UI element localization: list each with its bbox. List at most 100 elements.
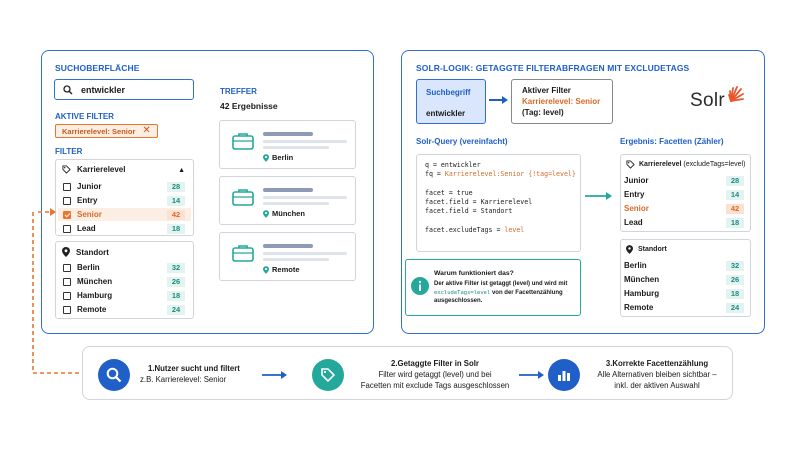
- text-placeholder: [263, 140, 347, 143]
- location-label: München: [272, 209, 305, 218]
- text-placeholder: [263, 196, 347, 199]
- option-count: 24: [167, 304, 185, 315]
- result-facet-header: Standort: [626, 245, 667, 254]
- pin-icon: [263, 153, 269, 162]
- checkbox[interactable]: [63, 305, 71, 314]
- aktiver-filter-box: Aktiver Filter Karrierelevel: Senior (Ta…: [511, 79, 613, 124]
- option-count: 42: [167, 209, 185, 220]
- checkbox[interactable]: [63, 182, 71, 191]
- checkbox[interactable]: [63, 291, 71, 300]
- title-placeholder: [263, 132, 313, 136]
- search-input[interactable]: entwickler: [54, 79, 194, 100]
- code-line: facet.excludeTags = level: [425, 226, 525, 235]
- facet-header[interactable]: Standort: [62, 247, 109, 257]
- result-card[interactable]: Remote: [219, 232, 356, 281]
- suchbegriff-label: Suchbegriff: [426, 88, 471, 97]
- filter-heading: FILTER: [55, 147, 83, 156]
- search-icon: [106, 367, 122, 383]
- result-card[interactable]: München: [219, 176, 356, 225]
- code-line: facet = true: [425, 188, 473, 197]
- checkbox[interactable]: [63, 277, 71, 286]
- result-facet-header: Karrierelevel (excludeTags=level): [626, 160, 745, 169]
- option-label: Remote: [77, 305, 107, 314]
- step-2-icon: [312, 359, 344, 391]
- facet-name: Karrierelevel: [77, 165, 126, 174]
- solr-logo: Solr: [690, 86, 750, 112]
- checkbox[interactable]: [63, 224, 71, 233]
- solr-logic-title: SOLR-LOGIK: GETAGGTE FILTERABFRAGEN MIT …: [416, 63, 690, 73]
- step-2-text: 2.Getaggte Filter in Solr Filter wird ge…: [360, 359, 510, 390]
- option-count: 28: [167, 181, 185, 192]
- active-filter-heading: AKTIVE FILTER: [55, 112, 114, 121]
- step-3-icon: [548, 359, 580, 391]
- facet-option[interactable]: Remote 24: [58, 303, 191, 316]
- info-title: Warum funktioniert das?: [434, 270, 514, 277]
- bar-chart-icon: [558, 371, 570, 381]
- code-line: facet.field = Standort: [425, 207, 513, 216]
- active-filter-chip-label: Karrierelevel: Senior: [62, 126, 136, 136]
- chevron-up-icon[interactable]: ▲: [178, 167, 185, 174]
- tag-icon: [62, 165, 71, 174]
- option-label: Entry: [77, 196, 98, 205]
- results-count: 42 Ergebnisse: [220, 101, 278, 111]
- option-count: 26: [167, 276, 185, 287]
- checkbox[interactable]: [63, 196, 71, 205]
- facet-suffix: (excludeTags=level): [683, 161, 746, 168]
- arrow-right-icon: [489, 96, 508, 104]
- result-location: Berlin: [263, 153, 293, 162]
- facet-option-selected[interactable]: Senior 42: [58, 208, 191, 221]
- facet-header[interactable]: Karrierelevel: [62, 165, 125, 174]
- suchbegriff-value: entwickler: [426, 109, 466, 118]
- query-heading: Solr-Query (vereinfacht): [416, 137, 508, 146]
- option-label: Hamburg: [77, 291, 113, 300]
- result-card[interactable]: Berlin: [219, 120, 356, 169]
- results-heading: TREFFER: [220, 87, 257, 96]
- text-placeholder: [263, 252, 347, 255]
- suchbegriff-box: Suchbegriff entwickler: [416, 79, 486, 124]
- info-text: Der aktive Filter ist getaggt (level) un…: [434, 281, 568, 304]
- checkbox-checked[interactable]: [63, 210, 71, 219]
- checkbox[interactable]: [63, 263, 71, 272]
- pin-icon: [263, 265, 269, 274]
- solr-query-code: q = entwickler fq = Karrierelevel:Senior…: [416, 154, 581, 252]
- briefcase-icon: [232, 189, 254, 206]
- step-1-text: 1.Nutzer sucht und filtert z.B. Karriere…: [140, 364, 240, 384]
- code-line: q = entwickler: [425, 161, 481, 169]
- solr-logo-text: Solr: [690, 90, 725, 111]
- aktiver-filter-label: Aktiver Filter: [522, 86, 571, 95]
- tag-icon: [321, 368, 336, 383]
- arrow-right-icon: [519, 371, 544, 379]
- title-placeholder: [263, 188, 313, 192]
- title-placeholder: [263, 244, 313, 248]
- arrow-right-icon: [585, 192, 612, 200]
- active-filter-chip[interactable]: Karrierelevel: Senior ✕: [55, 124, 158, 138]
- search-ui-title: SUCHOBERFLÄCHE: [55, 63, 140, 73]
- pin-icon: [626, 245, 633, 254]
- text-placeholder: [263, 258, 329, 261]
- step-3-text: 3.Korrekte Facettenzählung Alle Alternat…: [597, 359, 717, 390]
- close-icon[interactable]: ✕: [142, 125, 151, 136]
- facet-name: Karrierelevel: [639, 161, 682, 168]
- result-location: Remote: [263, 265, 300, 274]
- option-label: Senior: [77, 210, 102, 219]
- arrow-right-icon: [262, 371, 287, 379]
- option-count: 18: [167, 223, 185, 234]
- text-placeholder: [263, 146, 329, 149]
- process-flow: [82, 346, 733, 400]
- sun-icon: [728, 86, 744, 102]
